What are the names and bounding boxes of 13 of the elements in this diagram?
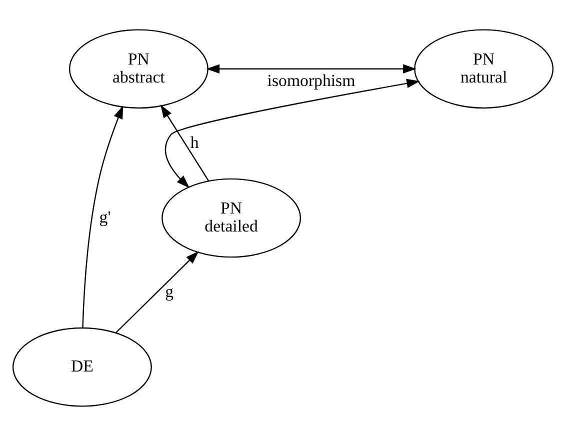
node-ellipse: PN natural <box>414 29 554 109</box>
arrow <box>82 105 124 328</box>
edge-label: g' <box>99 207 111 226</box>
edge-label: isomorphism <box>267 70 356 90</box>
arrow <box>164 78 420 188</box>
arrow <box>160 104 210 182</box>
arrow <box>116 251 199 334</box>
node-ellipse: DE <box>12 327 152 407</box>
edge-label: h <box>190 132 199 152</box>
node-ellipse: PN abstract <box>68 29 208 109</box>
arrow <box>206 64 416 74</box>
node-ellipse: PN detailed <box>162 178 302 258</box>
edge-label: g <box>165 282 174 302</box>
